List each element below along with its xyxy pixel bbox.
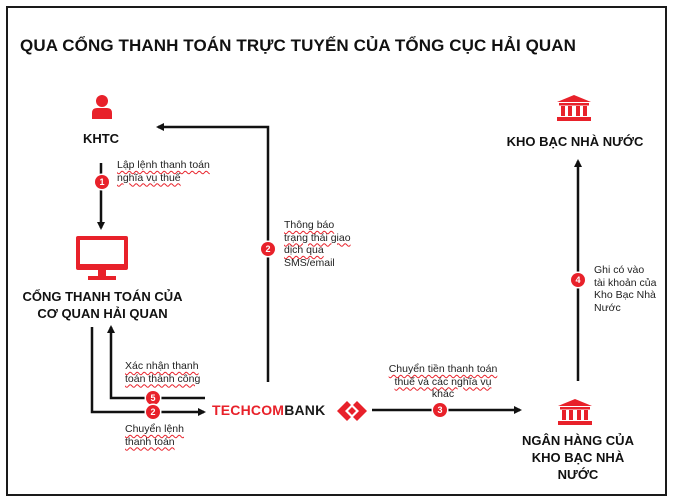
node-customs-portal: CỔNG THANH TOÁN CỦA CƠ QUAN HẢI QUAN: [10, 288, 195, 322]
step-note-3-line-2: thuế và các nghĩa vụ: [394, 375, 492, 388]
step-badge-2-notify: 2: [261, 242, 275, 256]
bank-building-icon: [558, 399, 592, 425]
bank-building-icon: [557, 95, 591, 121]
step-note-4-line-1: Ghi có vào: [594, 264, 645, 276]
node-techcombank: TECHCOMBANK: [212, 402, 325, 418]
node-treasury-bank: NGÂN HÀNG CỦA KHO BẠC NHÀ NƯỚC: [500, 432, 656, 483]
step-note-2-transfer-line-1: Chuyển lệnh: [125, 423, 184, 435]
diagram-title: QUA CỔNG THANH TOÁN TRỰC TUYẾN CỦA TỔNG …: [20, 36, 577, 55]
step-note-5: Xác nhận thanh toán thành công: [125, 360, 245, 385]
step-badge-5: 5: [146, 391, 160, 405]
step-note-2-notify-line-1: Thông báo: [284, 219, 335, 231]
person-icon: [92, 95, 112, 119]
arrow-step-2-transfer: [90, 327, 206, 416]
step-note-1: Lập lệnh thanh toán nghĩa vụ thuế: [117, 159, 237, 184]
step-note-5-line-1: Xác nhận thanh: [125, 360, 199, 372]
step-note-2-transfer: Chuyển lệnh thanh toán: [125, 423, 225, 448]
step-note-3-line-1: Chuyển tiền thanh toán: [388, 363, 498, 375]
node-treasury-bank-line-3: NƯỚC: [557, 467, 599, 482]
node-treasury-bank-line-1: NGÂN HÀNG CỦA: [522, 433, 634, 448]
node-treasury: KHO BẠC NHÀ NƯỚC: [506, 134, 644, 149]
step-badge-2-transfer: 2: [146, 405, 160, 419]
node-khtc: KHTC: [82, 131, 120, 146]
step-note-2-notify: Thông báo trạng thái giao dịch qua SMS/e…: [284, 219, 384, 269]
node-customs-portal-line-1: CỔNG THANH TOÁN CỦA: [22, 289, 183, 304]
step-badge-1: 1: [95, 175, 109, 189]
step-note-2-transfer-line-2: thanh toán: [125, 435, 175, 448]
step-note-4: Ghi có vào tài khoản của Kho Bạc Nhà Nướ…: [594, 264, 666, 314]
step-badge-4: 4: [571, 273, 585, 287]
techcombank-brand-dark: BANK: [284, 402, 326, 418]
step-note-5-line-2: toán thành công: [125, 372, 201, 385]
arrow-step-5: [107, 325, 205, 400]
step-note-2-notify-line-3: dịch qua: [284, 244, 324, 256]
techcombank-logo-icon: [337, 401, 367, 421]
step-note-1-line-2: nghĩa vụ thuế: [117, 171, 181, 184]
techcombank-brand-red: TECHCOM: [212, 402, 285, 418]
step-note-3: Chuyển tiền thanh toán thuế và các nghĩa…: [373, 363, 513, 401]
step-note-4-line-3: Kho Bạc Nhà: [594, 289, 656, 301]
monitor-icon: [76, 236, 128, 280]
step-note-3-line-3: khác: [431, 388, 455, 400]
step-note-2-notify-line-2: trạng thái giao: [284, 231, 351, 244]
arrow-step-2-notify: [156, 123, 270, 382]
node-customs-portal-line-2: CƠ QUAN HẢI QUAN: [37, 306, 168, 321]
step-note-1-line-1: Lập lệnh thanh toán: [117, 159, 210, 171]
step-note-2-notify-line-4: SMS/email: [284, 256, 335, 269]
step-note-4-line-4: Nước: [594, 301, 621, 314]
node-treasury-bank-line-2: KHO BẠC NHÀ: [531, 450, 625, 465]
step-note-4-line-2: tài khoản của: [594, 276, 657, 289]
step-badge-3: 3: [433, 403, 447, 417]
